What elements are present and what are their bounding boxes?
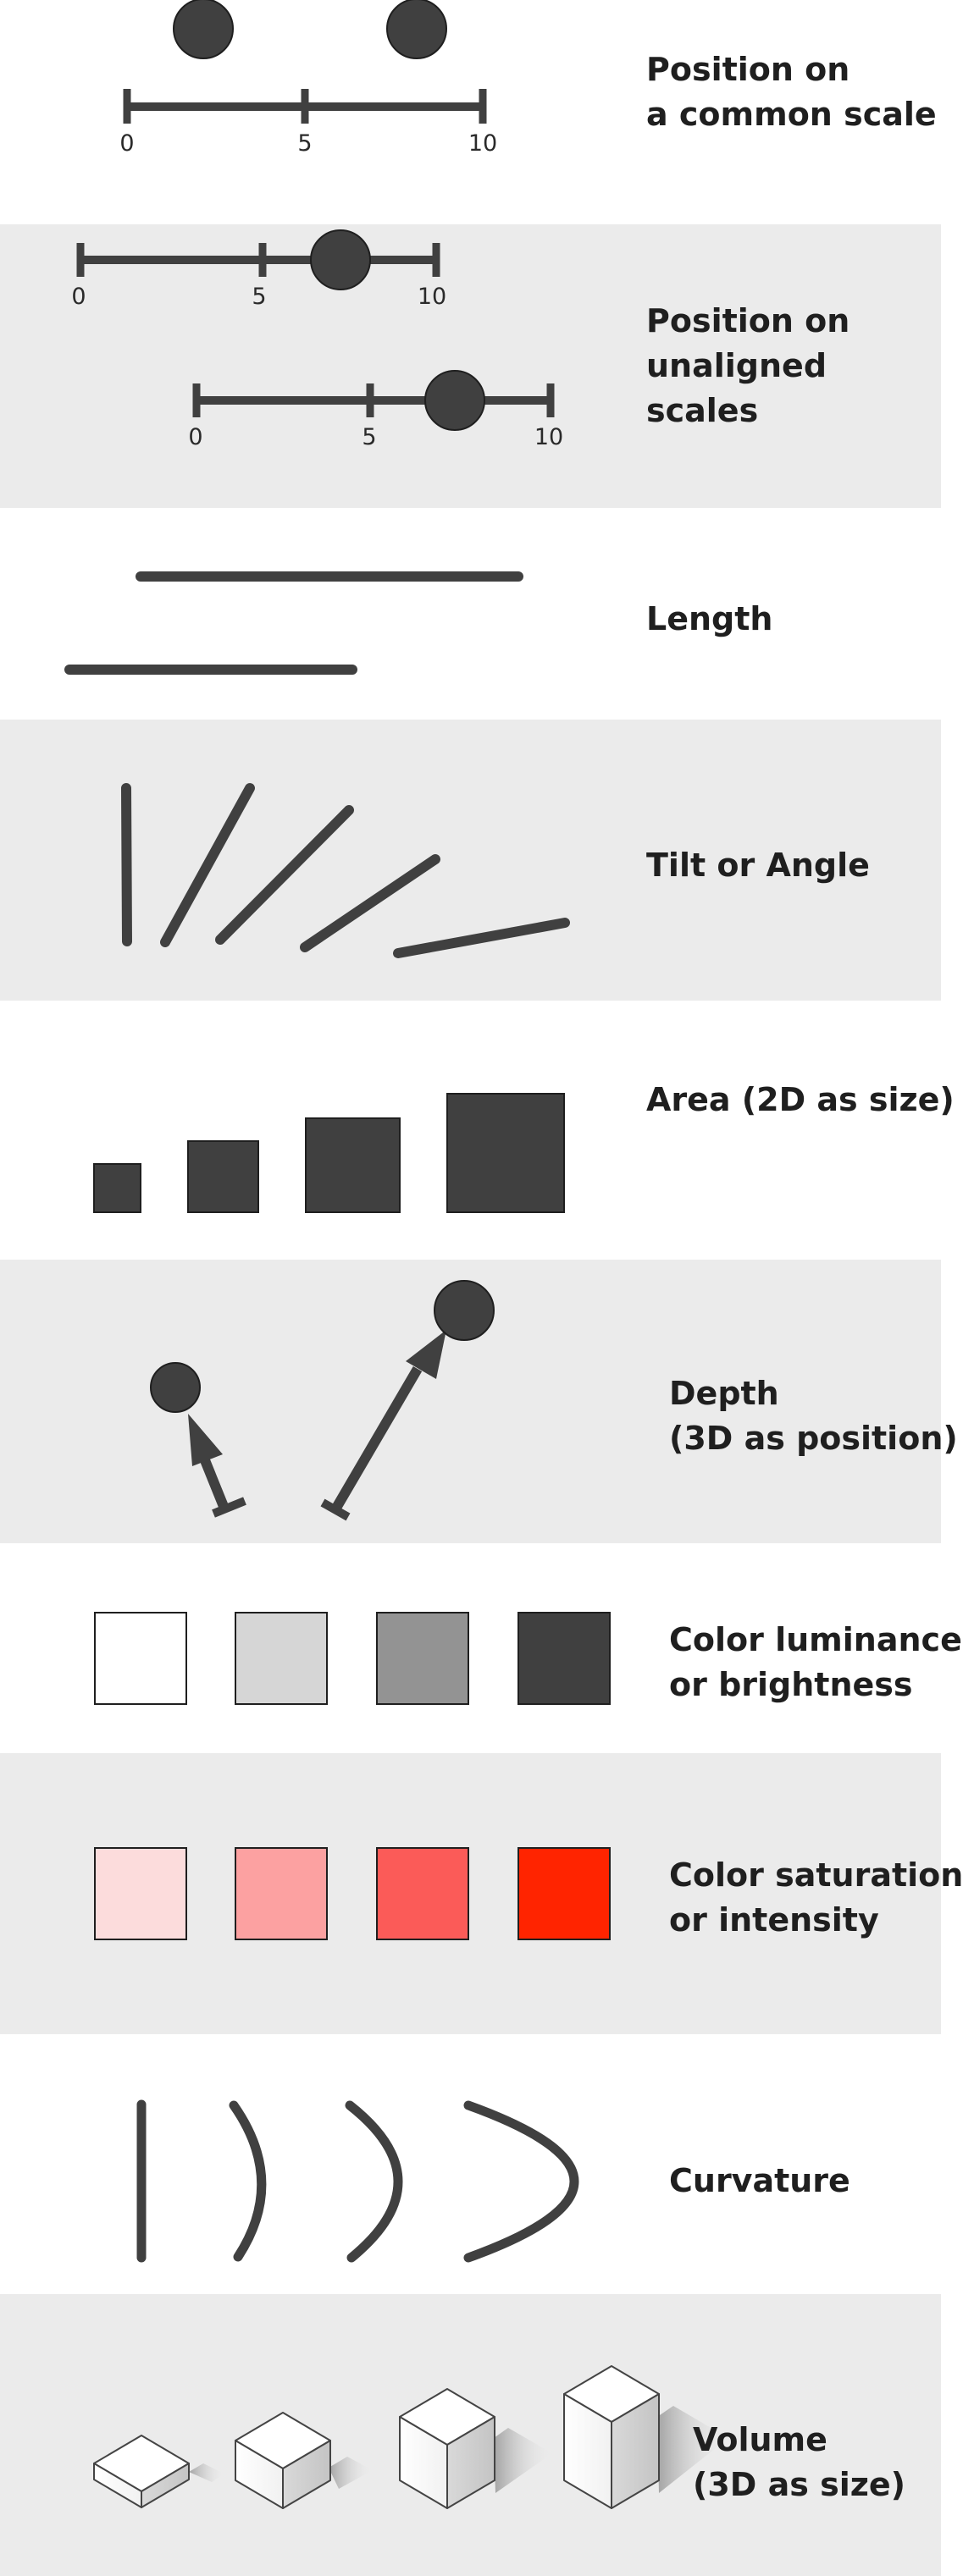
label-line: Curvature <box>669 2162 850 2199</box>
label-line: scales <box>646 392 759 429</box>
label-line: Position on <box>646 302 850 339</box>
curve-slight <box>229 2100 267 2262</box>
volume-group <box>93 2365 728 2509</box>
volume-cube-3-shadow <box>494 2428 552 2493</box>
depth-arrow-short-cap <box>212 1497 246 1518</box>
saturation-swatch-3 <box>376 1847 469 1940</box>
depth-arrow-long-shaft <box>330 1365 423 1513</box>
tilt-line-4 <box>300 854 440 952</box>
band-length <box>0 508 941 720</box>
common-scale-tick-label-10: 10 <box>468 130 497 157</box>
depth-arrow-short-shaft <box>200 1458 230 1511</box>
volume-cube-4-right <box>611 2393 660 2509</box>
saturation-swatch-4 <box>517 1847 611 1940</box>
label-volume: Volume (3D as size) <box>693 2418 905 2507</box>
volume-cube-3 <box>399 2388 552 2509</box>
common-scale-dot-b <box>386 0 447 59</box>
depth-dot-far <box>434 1280 495 1341</box>
label-position-unaligned-scales: Position on unaligned scales <box>646 299 850 433</box>
unaligned-top-dot <box>310 229 371 290</box>
area-square-2 <box>187 1140 259 1213</box>
area-group <box>93 1093 565 1213</box>
label-line: Position on <box>646 51 850 88</box>
label-line: Volume <box>693 2421 827 2458</box>
encoding-marks: 0 5 10 0 5 10 0 5 10 <box>64 0 728 2509</box>
luminance-swatch-2 <box>235 1612 328 1705</box>
common-scale-group <box>123 0 487 124</box>
band-curvature <box>0 2034 941 2294</box>
label-curvature: Curvature <box>669 2159 850 2204</box>
luminance-swatch-1 <box>94 1612 187 1705</box>
label-color-luminance: Color luminance or brightness <box>669 1618 962 1707</box>
depth-arrow-long-head <box>406 1330 446 1379</box>
tilt-group <box>121 783 570 958</box>
unaligned-top-tick-label-0: 0 <box>71 284 86 310</box>
label-line: a common scale <box>646 96 937 133</box>
unaligned-top-tick-label-5: 5 <box>252 284 266 310</box>
label-line: Color saturation <box>669 1856 963 1894</box>
unaligned-scale-top <box>76 229 440 290</box>
label-area: Area (2D as size) <box>646 1078 955 1123</box>
length-group <box>64 571 523 675</box>
luminance-swatch-4 <box>517 1612 611 1705</box>
band-position-unaligned <box>0 224 941 508</box>
saturation-swatch-1 <box>94 1847 187 1940</box>
label-line: or brightness <box>669 1666 913 1703</box>
band-position-common <box>0 0 941 224</box>
label-line: Area (2D as size) <box>646 1081 955 1118</box>
unaligned-bottom-dot <box>424 370 485 431</box>
volume-cube-1-shadow <box>189 2463 224 2482</box>
unaligned-bottom-tick-label-10: 10 <box>534 424 563 450</box>
curvature-group <box>136 2099 579 2263</box>
label-line: unaligned <box>646 347 827 384</box>
common-scale-tick-label-5: 5 <box>297 130 312 157</box>
label-color-saturation: Color saturation or intensity <box>669 1853 963 1943</box>
depth-arrow-long-cap <box>320 1498 351 1521</box>
label-length: Length <box>646 597 772 642</box>
volume-cube-1 <box>93 2435 224 2508</box>
band-tilt <box>0 720 941 1001</box>
tilt-line-5 <box>393 918 570 958</box>
volume-cube-1-right <box>141 2463 190 2508</box>
tilt-line-3 <box>215 805 354 945</box>
unaligned-bottom-tick-label-0: 0 <box>188 424 202 450</box>
volume-cube-2 <box>235 2412 373 2509</box>
label-tilt-or-angle: Tilt or Angle <box>646 843 870 888</box>
volume-cube-2-shadow <box>329 2457 373 2489</box>
volume-cube-3-right <box>446 2416 495 2509</box>
unaligned-bottom-tick-label-5: 5 <box>362 424 376 450</box>
depth-dot-near <box>150 1362 201 1413</box>
saturation-swatch-2 <box>235 1847 328 1940</box>
area-square-1 <box>93 1163 141 1213</box>
unaligned-top-tick-label-10: 10 <box>418 284 446 310</box>
volume-cube-4 <box>563 2365 728 2509</box>
tilt-line-1 <box>121 783 132 946</box>
volume-cube-2-right <box>282 2440 331 2509</box>
depth-group <box>150 1280 495 1521</box>
curve-medium <box>345 2100 403 2263</box>
depth-arrow-short-head <box>188 1414 223 1466</box>
label-line: (3D as position) <box>669 1420 958 1457</box>
common-scale-tick-label-0: 0 <box>119 130 134 157</box>
label-line: or intensity <box>669 1901 879 1939</box>
label-position-common-scale: Position on a common scale <box>646 47 937 137</box>
label-line: Color luminance <box>669 1621 962 1658</box>
area-square-4 <box>446 1093 565 1213</box>
curve-strong <box>463 2100 579 2263</box>
tilt-line-2 <box>160 783 255 947</box>
label-depth: Depth (3D as position) <box>669 1371 958 1461</box>
label-line: Depth <box>669 1375 779 1412</box>
volume-cube-4-shadow <box>657 2406 728 2493</box>
unaligned-scale-bottom <box>192 370 555 431</box>
label-line: Tilt or Angle <box>646 847 870 884</box>
label-line: Length <box>646 600 773 637</box>
common-scale-dot-a <box>173 0 234 59</box>
luminance-swatch-3 <box>376 1612 469 1705</box>
area-square-3 <box>305 1117 401 1213</box>
label-line: (3D as size) <box>693 2466 905 2503</box>
